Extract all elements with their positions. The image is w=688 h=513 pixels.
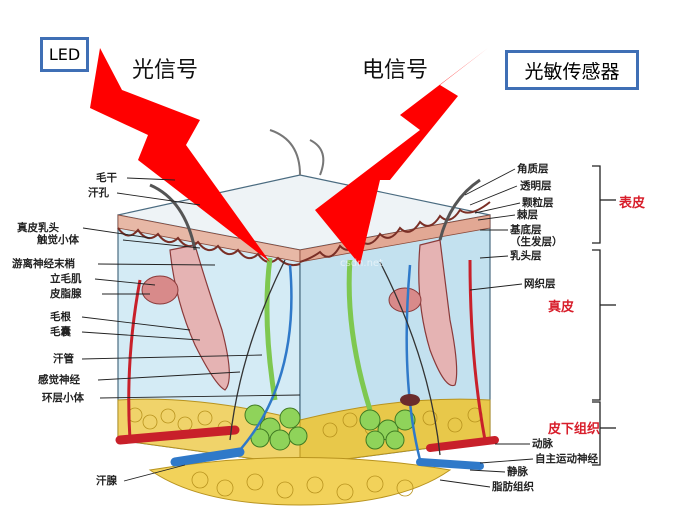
hair-follicle-right: [418, 239, 458, 387]
fat-tissue-front: [148, 457, 452, 506]
label-arrector-pili: 立毛肌: [50, 273, 82, 285]
sweat-duct-left: [264, 257, 278, 401]
group-label-subcutaneous: 皮下组织: [548, 422, 601, 437]
label-stratum-corneum: 角质层: [517, 163, 549, 175]
vein-branch-1: [239, 264, 293, 451]
label-stratum-lucidum: 透明层: [520, 180, 552, 192]
group-label-epidermis: 表皮: [619, 196, 646, 211]
dermal-papillae-right: [299, 201, 491, 263]
electric-signal-label: 电信号: [362, 58, 429, 83]
artery-branch-1: [127, 279, 142, 441]
led-label-box: LED: [40, 37, 89, 72]
label-stratum-spinosum: 棘层: [517, 209, 538, 221]
label-stratum-granulosum: 颗粒层: [522, 197, 554, 209]
sebaceous-gland-left: [141, 275, 179, 305]
label-adipose-tissue: 脂肪组织: [492, 481, 534, 493]
label-hair-root: 毛根: [50, 311, 71, 323]
label-meissner-corpuscle: 触觉小体: [37, 234, 79, 246]
subcutaneous-bracket: [592, 401, 601, 466]
vein-right: [416, 458, 484, 470]
fat-lobules: [127, 407, 483, 501]
dermis-bracket: [592, 249, 601, 401]
sebaceous-gland-right: [388, 287, 422, 313]
label-pacinian-corpuscle: 环层小体: [42, 392, 84, 404]
light-signal-label: 光信号: [132, 58, 199, 83]
label-artery: 动脉: [532, 438, 553, 450]
label-hair-follicle: 毛囊: [50, 326, 71, 338]
label-sweat-duct: 汗管: [53, 353, 74, 365]
label-sebaceous-gland: 皮脂腺: [50, 288, 82, 300]
nerve-2: [379, 261, 441, 456]
hair-shaft-3: [269, 129, 301, 176]
sweat-duct-right: [346, 259, 373, 411]
vein-branch-2: [405, 264, 422, 461]
label-pore: 汗孔: [88, 187, 109, 199]
hair-shaft-2: [438, 178, 481, 241]
artery-right: [426, 436, 499, 452]
label-reticular-layer: 网织层: [524, 278, 556, 290]
led-label: LED: [48, 45, 81, 64]
sweat-gland-coil-right: [359, 409, 416, 450]
artery-left: [115, 425, 240, 445]
label-sensory-nerve: 感觉神经: [38, 374, 80, 386]
artery-branch-2: [468, 259, 487, 441]
watermark: csdn.net: [340, 258, 383, 269]
electric-signal-bolt: [315, 48, 488, 265]
label-autonomic-motor-nerve: 自主运动神经: [535, 453, 598, 465]
label-vein: 静脉: [507, 466, 528, 478]
sensor-label-box: 光敏传感器: [505, 50, 639, 90]
epidermis-bracket: [592, 165, 601, 244]
leader-lines: [81, 168, 534, 488]
vein-left: [170, 447, 245, 467]
label-stratum-basale: 基底层: [510, 224, 542, 236]
hair-shaft-4: [309, 139, 325, 176]
light-signal-bolt: [90, 48, 270, 262]
group-label-dermis: 真皮: [548, 300, 575, 315]
hair-follicle-left: [169, 244, 230, 391]
nerve-1: [229, 259, 286, 441]
sensor-label: 光敏传感器: [524, 60, 620, 83]
label-sweat-gland: 汗腺: [96, 475, 117, 487]
label-hair-shaft: 毛干: [96, 172, 117, 184]
pacinian-corpuscle: [400, 394, 420, 406]
label-dermal-papilla: 真皮乳头: [17, 222, 59, 234]
label-free-nerve-ending: 游离神经末梢: [12, 258, 75, 270]
hair-shaft-1: [149, 183, 197, 251]
label-papillary-layer: 乳头层: [510, 250, 542, 262]
label-germinal-layer: （生发层）: [510, 236, 563, 248]
